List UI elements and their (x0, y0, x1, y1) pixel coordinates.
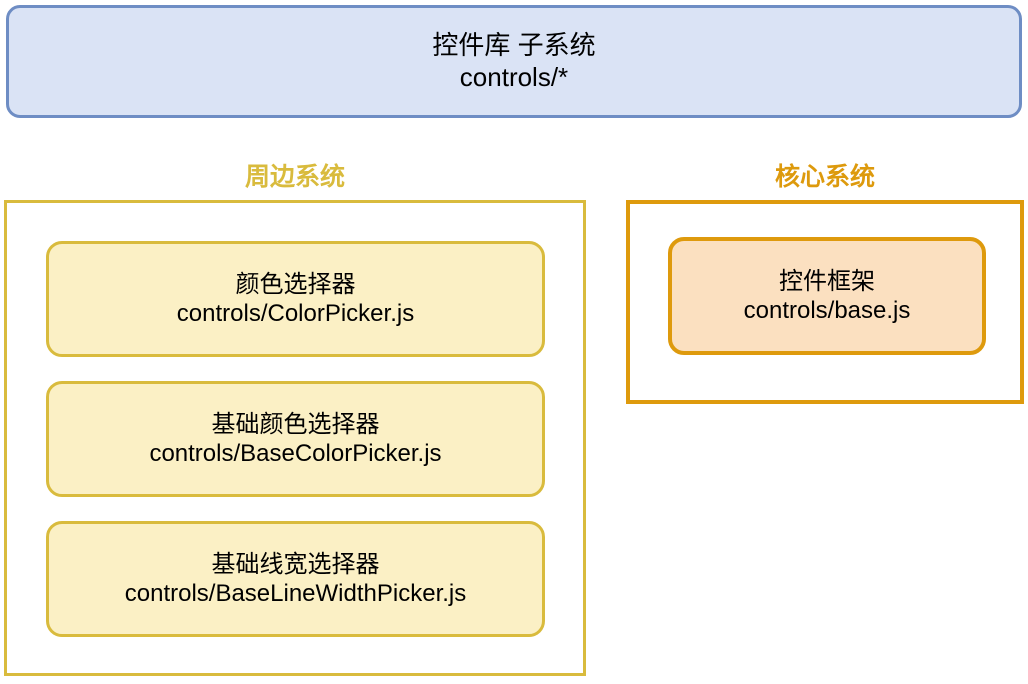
module-name: 基础颜色选择器 (211, 410, 380, 438)
section-heading-peripheral: 周边系统 (244, 163, 345, 191)
module-name: 基础线宽选择器 (211, 550, 380, 578)
module-card-base-color-picker: 基础颜色选择器 controls/BaseColorPicker.js (46, 381, 545, 497)
module-path: controls/ColorPicker.js (176, 300, 415, 327)
module-path: controls/base.js (743, 297, 911, 324)
module-path: controls/BaseLineWidthPicker.js (124, 580, 467, 607)
module-path: controls/BaseColorPicker.js (149, 440, 442, 467)
module-card-controls-base: 控件框架 controls/base.js (668, 237, 986, 355)
section-heading-core: 核心系统 (774, 163, 875, 191)
module-name: 控件框架 (779, 267, 875, 295)
module-card-color-picker: 颜色选择器 controls/ColorPicker.js (46, 241, 545, 357)
module-name: 颜色选择器 (235, 270, 356, 298)
subsystem-banner: 控件库 子系统 controls/* (6, 5, 1022, 118)
subsystem-path: controls/* (459, 61, 569, 92)
subsystem-title: 控件库 子系统 (432, 29, 596, 60)
module-card-base-line-width-picker: 基础线宽选择器 controls/BaseLineWidthPicker.js (46, 521, 545, 637)
